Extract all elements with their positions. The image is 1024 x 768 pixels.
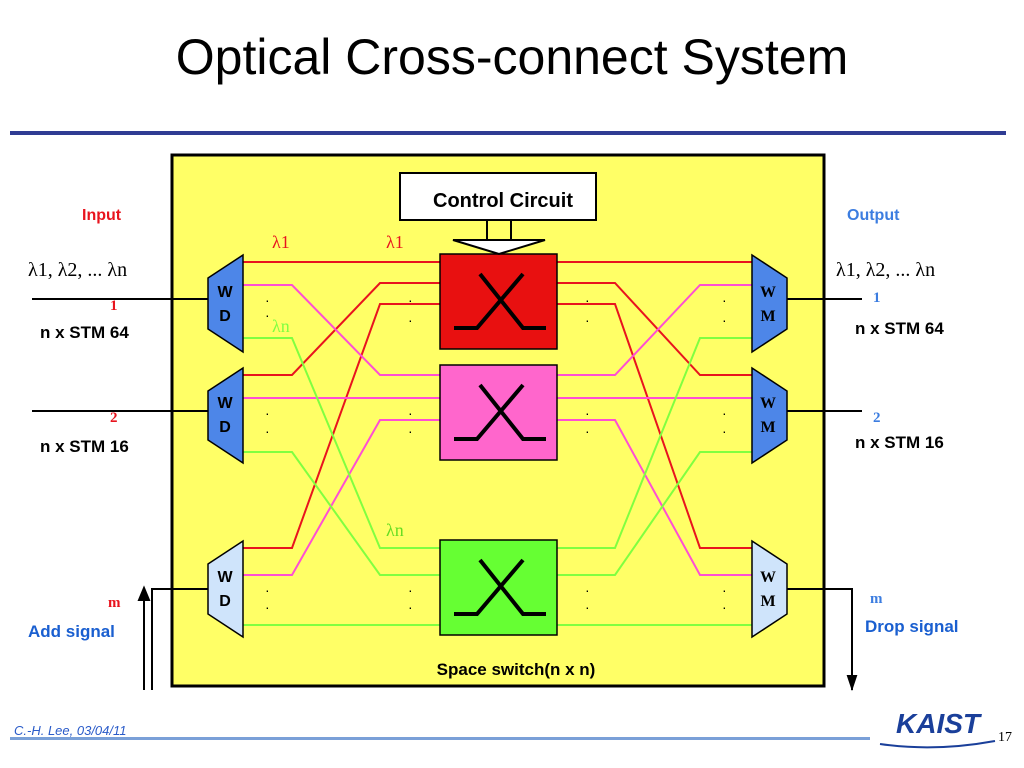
svg-text:W: W (760, 284, 776, 301)
title-divider (10, 131, 1006, 135)
external-fibers (32, 298, 862, 692)
svg-text:W: W (760, 569, 776, 586)
input-label: Input (82, 207, 122, 224)
svg-text:·: · (722, 599, 727, 615)
svg-text:W: W (217, 284, 233, 301)
svg-text:·: · (722, 292, 727, 308)
svg-text:M: M (760, 308, 775, 325)
svg-text:·: · (265, 292, 270, 308)
lambdan-label-b: λn (386, 520, 404, 540)
svg-text:·: · (585, 599, 590, 615)
kaist-logo: KAIST (879, 708, 996, 749)
input-port-2-num: 2 (110, 410, 118, 426)
svg-text:·: · (722, 423, 727, 439)
svg-text:·: · (408, 292, 413, 308)
lambda1-label-a: λ1 (272, 232, 290, 252)
svg-text:W: W (217, 395, 233, 412)
svg-text:·: · (585, 423, 590, 439)
lambda1-label-b: λ1 (386, 232, 404, 252)
output-label: Output (847, 207, 900, 224)
svg-text:·: · (408, 312, 413, 328)
input-port-1-rate: n x STM 64 (40, 323, 129, 342)
input-port-m-num: m (108, 595, 121, 611)
demux-1: W D (207, 253, 244, 354)
input-port-2-rate: n x STM 16 (40, 437, 129, 456)
left-interconnect (243, 261, 440, 626)
svg-text:·: · (585, 582, 590, 598)
svg-text:·: · (408, 582, 413, 598)
svg-text:·: · (265, 307, 270, 323)
space-switch-2 (439, 364, 558, 461)
output-port-1-rate: n x STM 64 (855, 319, 944, 338)
svg-text:·: · (265, 405, 270, 421)
svg-text:·: · (408, 405, 413, 421)
svg-text:M: M (760, 593, 775, 610)
footer-divider (10, 737, 870, 740)
svg-text:·: · (722, 582, 727, 598)
space-switch-caption: Space switch(n x n) (437, 660, 596, 679)
output-port-2-rate: n x STM 16 (855, 433, 944, 452)
output-port-2-num: 2 (873, 410, 881, 426)
page-title: Optical Cross-connect System (175, 29, 849, 85)
page-number: 17 (998, 730, 1012, 745)
svg-text:·: · (585, 405, 590, 421)
control-circuit-box (399, 172, 597, 221)
svg-text:·: · (408, 423, 413, 439)
svg-text:·: · (265, 423, 270, 439)
space-switch-1 (439, 253, 558, 350)
mux-2: W M (751, 366, 788, 465)
svg-text:D: D (219, 308, 231, 325)
output-port-m-num: m (870, 591, 883, 607)
demux-2: W D (207, 366, 244, 465)
footer-author-date: C.-H. Lee, 03/04/11 (14, 723, 127, 738)
svg-text:W: W (217, 569, 233, 586)
svg-text:M: M (760, 419, 775, 436)
space-switch-3 (439, 539, 558, 636)
lambdan-label-a: λn (272, 316, 290, 336)
output-port-1-num: 1 (873, 290, 881, 306)
svg-text:·: · (585, 292, 590, 308)
add-signal-label: Add signal (28, 622, 115, 641)
demux-m: W D (207, 539, 244, 639)
svg-text:W: W (760, 395, 776, 412)
svg-text:·: · (265, 599, 270, 615)
input-port-1-num: 1 (110, 298, 118, 314)
control-arrow (452, 220, 546, 256)
svg-text:D: D (219, 419, 231, 436)
svg-text:·: · (408, 599, 413, 615)
svg-text:D: D (219, 593, 231, 610)
svg-text:KAIST: KAIST (896, 708, 983, 739)
svg-text:·: · (265, 582, 270, 598)
mux-m: W M (751, 539, 788, 639)
drop-signal-label: Drop signal (865, 617, 959, 636)
svg-text:·: · (722, 405, 727, 421)
right-interconnect (557, 261, 752, 626)
input-wavelengths: λ1, λ2, ... λn (28, 259, 127, 281)
mux-1: W M (751, 253, 788, 354)
output-wavelengths: λ1, λ2, ... λn (836, 259, 935, 281)
svg-text:·: · (585, 312, 590, 328)
control-circuit-label: Control Circuit (433, 190, 573, 212)
ellipsis-dots: ·· ·· ·· ·· ·· ·· ·· ·· ·· ·· ·· ·· (265, 292, 727, 615)
svg-text:·: · (722, 312, 727, 328)
